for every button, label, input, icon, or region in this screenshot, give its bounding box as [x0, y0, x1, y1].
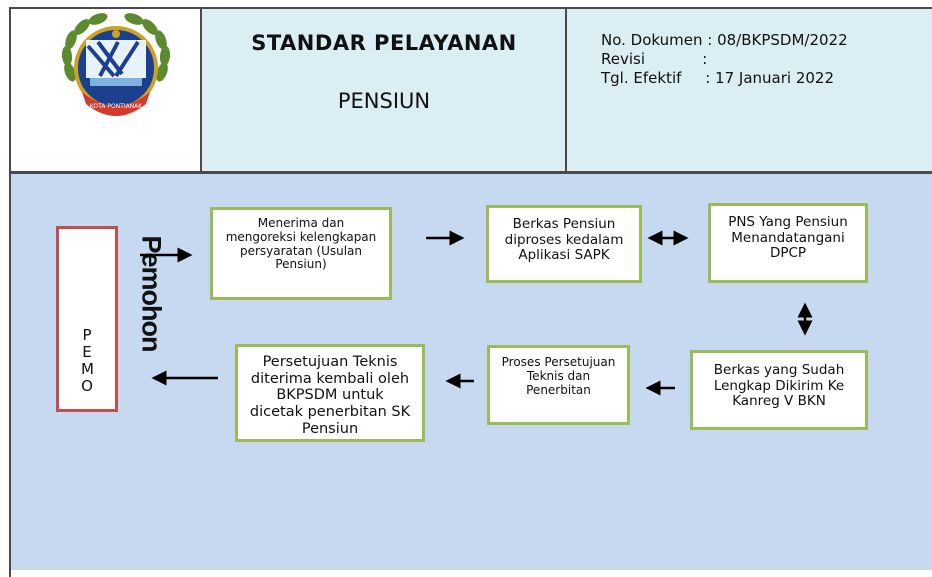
document-subtitle: PENSIUN — [337, 89, 431, 113]
step-text-3: PNS Yang Pensiun Menandatangani DPCP — [728, 214, 848, 262]
step-box-5: Proses Persetujuan Teknis dan Penerbitan — [487, 345, 630, 425]
kota-pontianak-logo: KOTA PONTIANAK — [61, 13, 171, 116]
revision-line: Revisi : — [601, 50, 708, 68]
step-box-3: PNS Yang Pensiun Menandatangani DPCP — [708, 203, 868, 283]
step-text-1: Menerima dan mengoreksi kelengkapan pers… — [225, 216, 377, 272]
document-title: STANDAR PELAYANAN — [251, 31, 517, 55]
step-box-4: Berkas yang Sudah Lengkap Dikirim Ke Kan… — [690, 350, 868, 430]
step-box-2: Berkas Pensiun diproses kedalam Aplikasi… — [486, 205, 642, 283]
pemohon-box-text: PEMO — [81, 326, 94, 395]
logo-text: KOTA PONTIANAK — [90, 103, 144, 110]
pemohon-box: PEMO — [56, 226, 118, 412]
step-text-2: Berkas Pensiun diproses kedalam Aplikasi… — [504, 216, 624, 264]
step-box-6: Persetujuan Teknis diterima kembali oleh… — [235, 344, 425, 442]
doc-number-line: No. Dokumen : 08/BKPSDM/2022 — [601, 31, 848, 49]
step-text-5: Proses Persetujuan Teknis dan Penerbitan — [501, 355, 616, 397]
step-box-1: Menerima dan mengoreksi kelengkapan pers… — [210, 207, 392, 300]
step-text-6: Persetujuan Teknis diterima kembali oleh… — [249, 354, 411, 437]
effective-date-line: Tgl. Efektif : 17 Januari 2022 — [601, 69, 835, 87]
step-text-4: Berkas yang Sudah Lengkap Dikirim Ke Kan… — [713, 362, 845, 410]
title-cell: STANDAR PELAYANAN PENSIUN — [200, 7, 566, 174]
document-info-cell: No. Dokumen : 08/BKPSDM/2022 Revisi : Tg… — [565, 7, 932, 174]
